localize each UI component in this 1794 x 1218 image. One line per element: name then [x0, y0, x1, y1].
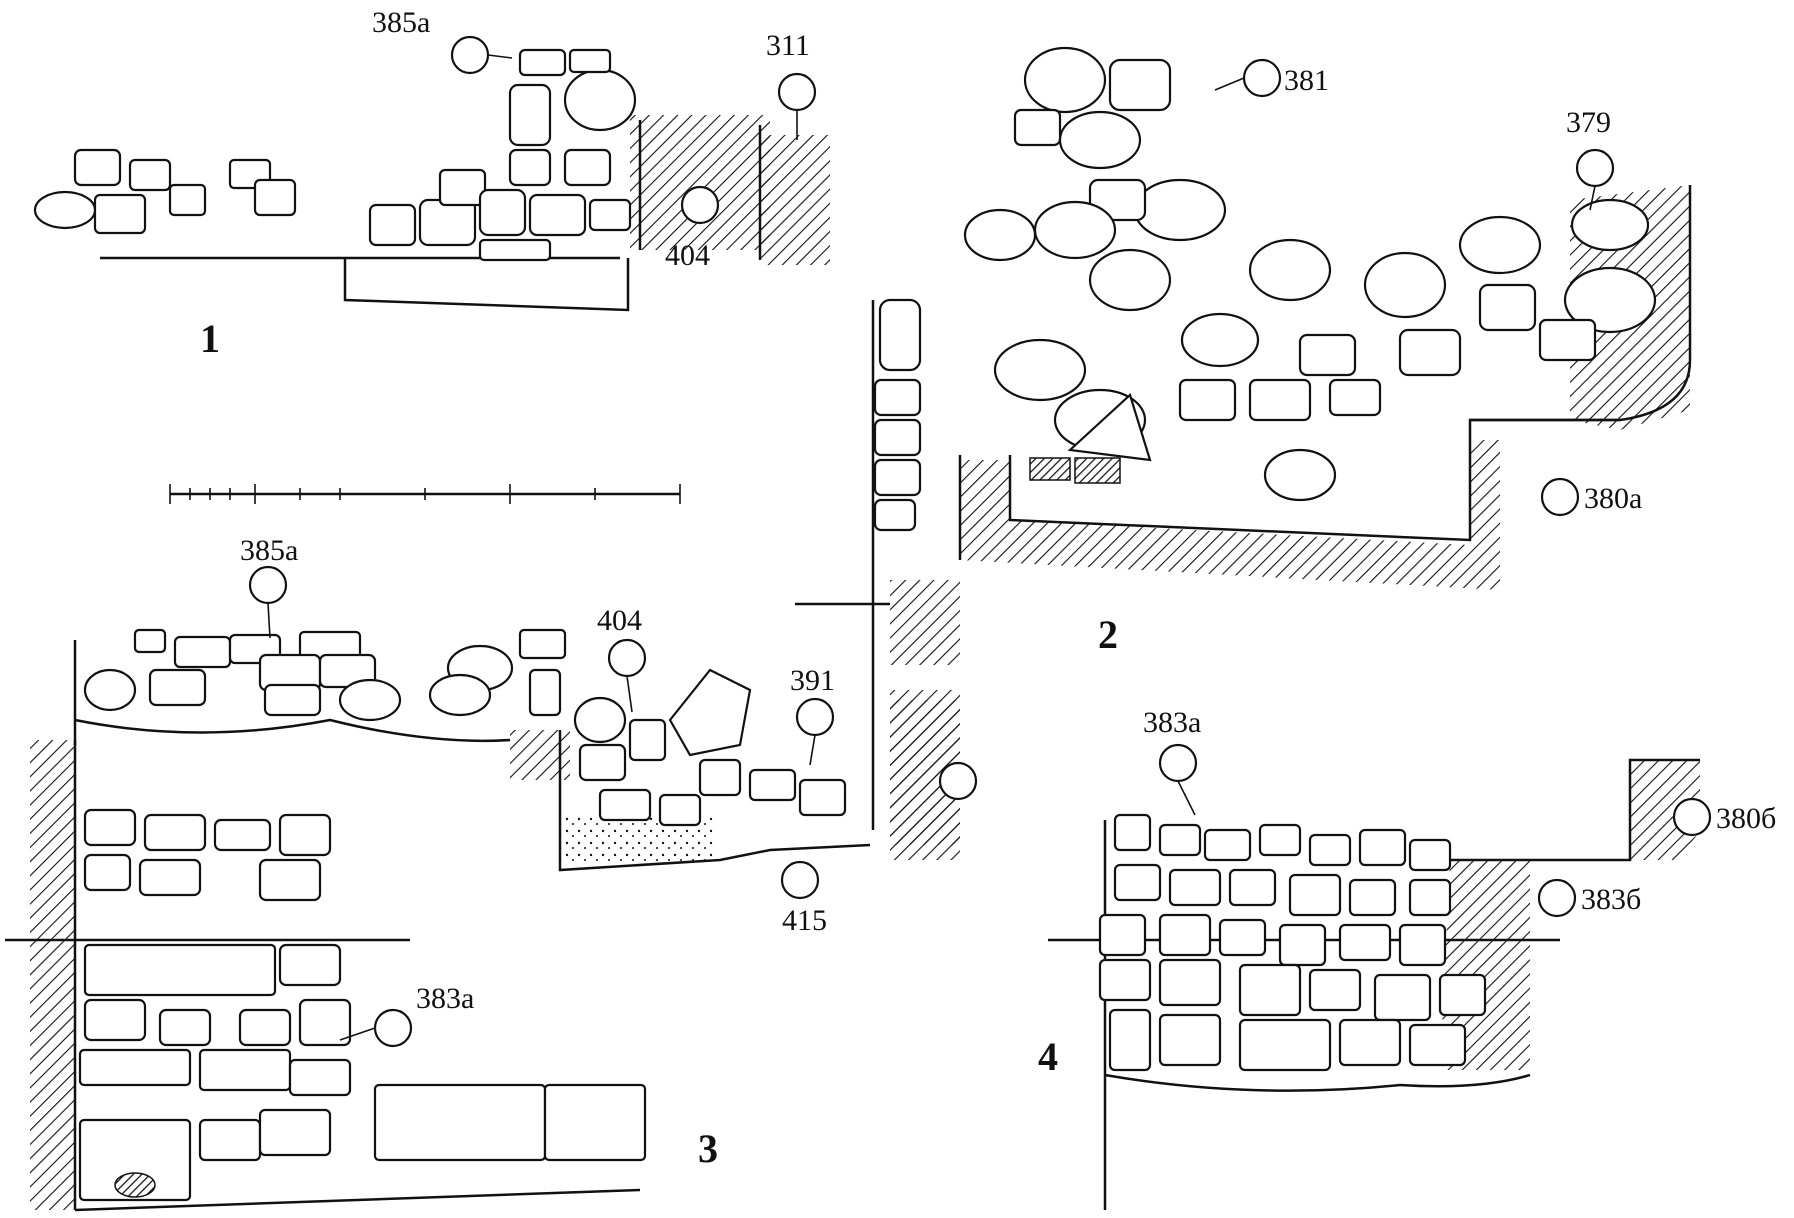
trench-outline: [343, 258, 630, 312]
scale-bar: [169, 484, 681, 504]
panel-3: 3: [5, 628, 960, 1212]
marker-383a-left: 383a: [339, 982, 474, 1048]
svg-text:385a: 385a: [372, 6, 430, 39]
panel-label-3: 3: [698, 1126, 718, 1171]
wall-outline: [1450, 758, 1700, 862]
stone-group: [78, 808, 647, 1202]
wall-base: [74, 1188, 641, 1212]
svg-text:385a: 385a: [240, 534, 298, 567]
marker-311: 311: [766, 29, 817, 140]
hatched-section: [30, 740, 75, 1210]
hatched-floor: [960, 440, 1500, 590]
marker-379: 379: [1566, 106, 1615, 211]
svg-text:383a: 383a: [416, 982, 474, 1015]
stone-group: [33, 48, 637, 262]
stone-group: [573, 668, 847, 827]
wall-outline: [1470, 185, 1692, 422]
panel-1: 1: [33, 48, 830, 361]
wall-base: [1104, 1073, 1531, 1092]
stone-group: [83, 628, 567, 722]
marker-415: 415: [780, 860, 827, 937]
marker-unlabeled: [938, 761, 978, 801]
svg-text:380б: 380б: [1716, 802, 1776, 835]
svg-text:404: 404: [597, 604, 642, 637]
marker-404-mid: 404: [597, 604, 647, 713]
marker-404-top: 404: [665, 185, 720, 272]
svg-text:404: 404: [665, 239, 710, 272]
marker-380a: 380a: [1540, 477, 1642, 517]
panel-label-4: 4: [1038, 1034, 1058, 1079]
hatched-section: [890, 580, 960, 665]
hatched-section: [760, 135, 830, 265]
hatched-section: [630, 115, 770, 250]
marker-383b: 383б: [1537, 878, 1641, 918]
hatched-section: [1440, 760, 1700, 1070]
panel-4: 4: [1038, 758, 1700, 1210]
section-edge: [638, 120, 762, 260]
marker-391: 391: [790, 664, 835, 766]
svg-text:380a: 380a: [1584, 482, 1642, 515]
trench-outline: [558, 730, 871, 872]
panel-label-2: 2: [1098, 612, 1118, 657]
svg-text:381: 381: [1284, 64, 1329, 97]
stone-group: [873, 46, 1657, 532]
svg-text:311: 311: [766, 29, 810, 62]
svg-text:383б: 383б: [1581, 883, 1641, 916]
svg-text:383a: 383a: [1143, 706, 1201, 739]
marker-381: 381: [1214, 58, 1329, 98]
svg-text:415: 415: [782, 904, 827, 937]
svg-text:379: 379: [1566, 106, 1611, 139]
marker-380b: 380б: [1672, 797, 1776, 837]
marker-385a-mid: 385a: [240, 534, 298, 639]
marker-385a-top: 385a: [372, 6, 513, 75]
wall-base: [74, 718, 511, 743]
stone-group: [1098, 813, 1487, 1072]
panel-label-1: 1: [200, 316, 220, 361]
marker-383a-right: 383a: [1143, 706, 1201, 816]
svg-text:391: 391: [790, 664, 835, 697]
